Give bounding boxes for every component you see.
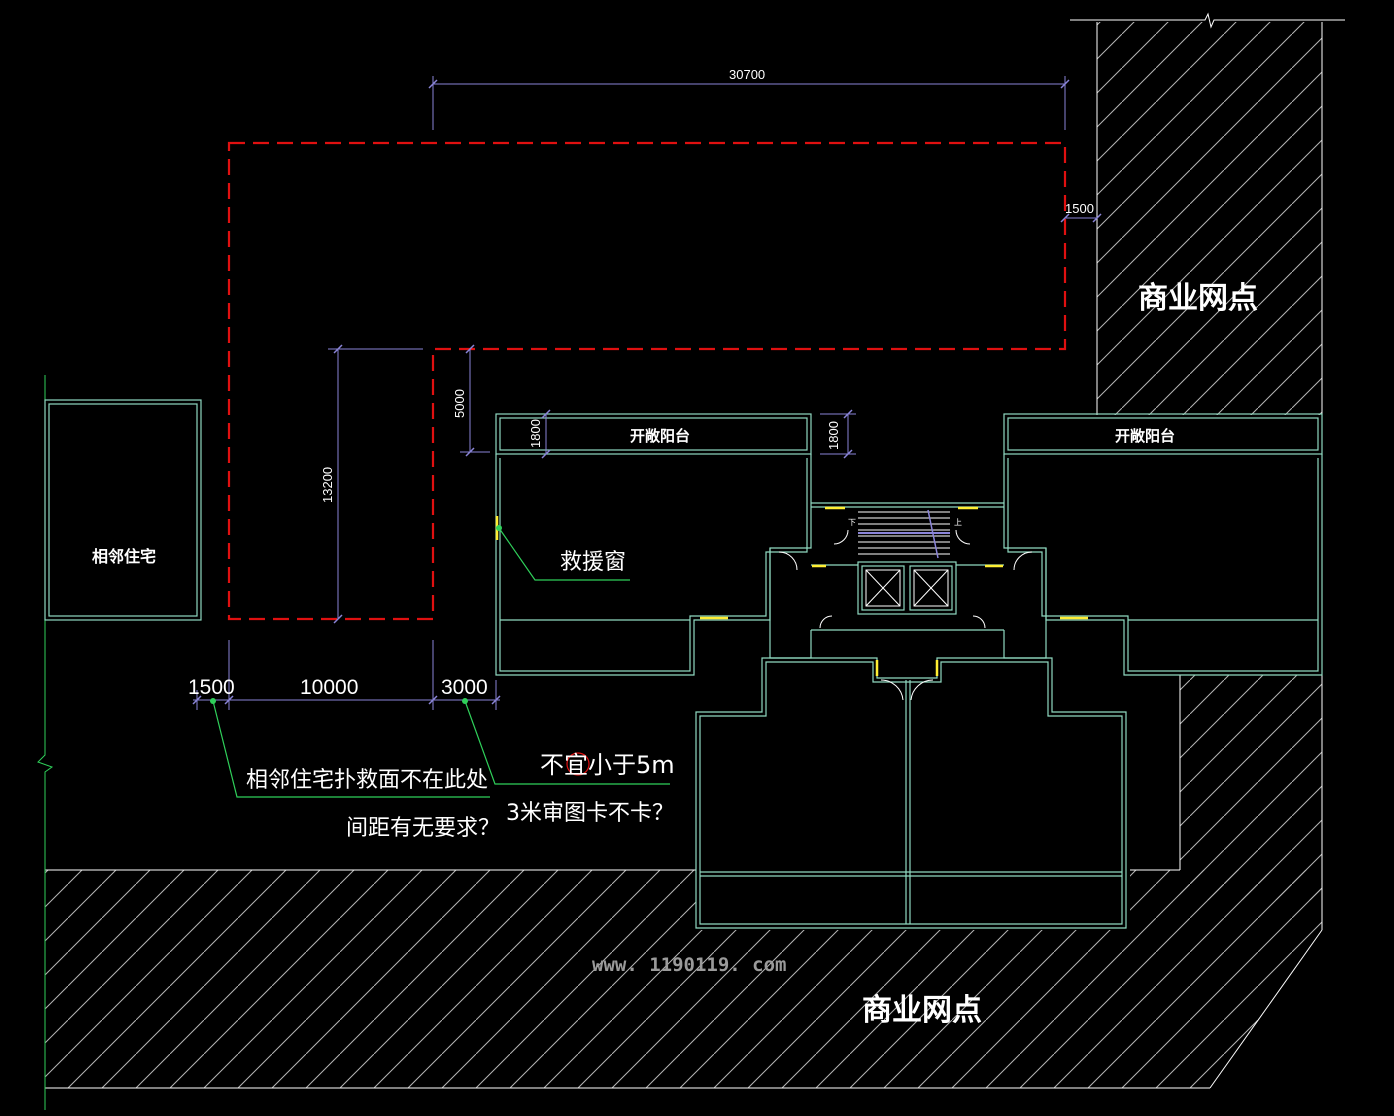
note-min-5m: 不宜小于5m xyxy=(540,751,675,779)
door-swings xyxy=(778,529,1033,701)
stair-mark-up: 上 xyxy=(954,518,962,527)
adjacent-residence-block xyxy=(44,399,202,621)
dimension-13200: 13200 xyxy=(320,467,335,503)
stair-mark-down: 下 xyxy=(848,518,856,527)
leader-lines xyxy=(212,527,670,798)
rescue-window-label: 救援窗 xyxy=(560,550,626,575)
dimension-5000: 5000 xyxy=(452,389,467,418)
commercial-hatch-right xyxy=(1097,22,1322,900)
dimension-10000-bottom: 10000 xyxy=(300,676,358,699)
dimension-1500-right: 1500 xyxy=(1065,201,1094,216)
adjacent-residence-label: 相邻住宅 xyxy=(92,547,156,566)
commercial-label-bottom: 商业网点 xyxy=(862,993,982,1028)
commercial-hatch-bottom xyxy=(45,870,1322,1088)
dimension-ticks xyxy=(192,79,1102,705)
balcony-label-left: 开敞阳台 xyxy=(630,427,690,445)
balcony-label-right: 开敞阳台 xyxy=(1115,427,1175,445)
commercial-label-right: 商业网点 xyxy=(1138,281,1258,316)
note-spacing-face: 相邻住宅扑救面不在此处 xyxy=(246,768,488,793)
fire-rescue-zone xyxy=(227,141,1067,621)
left-boundary xyxy=(37,375,54,1110)
dimension-3000-bottom: 3000 xyxy=(441,676,488,699)
dimension-lines xyxy=(193,76,1097,710)
note-spacing-question: 间距有无要求？ xyxy=(346,816,500,841)
note-3m-check: 3米审图卡不卡？ xyxy=(506,801,674,826)
stair-icon xyxy=(858,509,950,559)
watermark: www. 1190119. com xyxy=(592,954,786,976)
leader-dots xyxy=(210,525,502,704)
dimension-1800-center: 1800 xyxy=(826,421,841,450)
dimension-1500-bottom: 1500 xyxy=(188,676,235,699)
door-marks xyxy=(495,506,1088,676)
dimension-30700: 30700 xyxy=(729,67,765,82)
elevator-icon xyxy=(865,569,949,607)
dimension-1800-left: 1800 xyxy=(528,419,543,448)
site-boundary xyxy=(45,12,1345,1089)
highlight-circle xyxy=(566,752,590,776)
